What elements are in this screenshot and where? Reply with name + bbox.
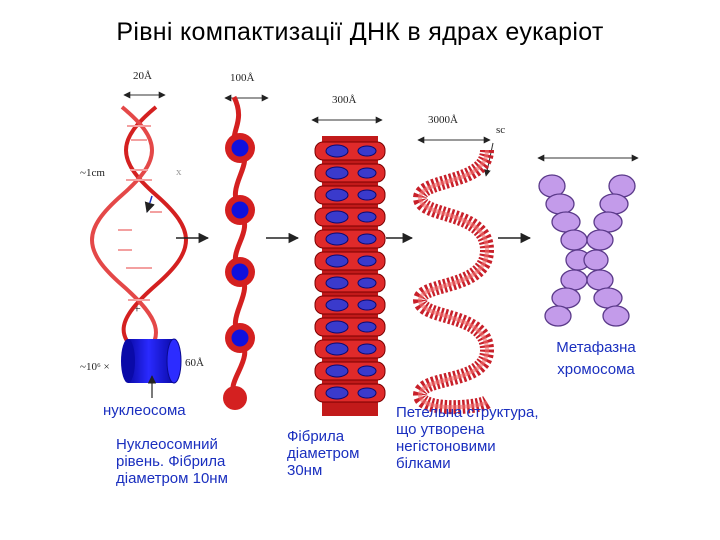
solenoid-30nm-fibre bbox=[315, 136, 385, 416]
nucleosome-label: нуклеосома bbox=[103, 402, 186, 419]
nucleosome-level-caption: Нуклеосомний рівень. Фібрила діаметром 1… bbox=[116, 436, 276, 487]
nucleosome-cylinder bbox=[121, 339, 181, 398]
dimension-arrows bbox=[124, 95, 638, 176]
metaphase-chromosome bbox=[539, 175, 635, 326]
loop-structure bbox=[420, 150, 487, 407]
loop-structure-caption: Петельна структура, що утворена негістон… bbox=[396, 404, 596, 472]
nucleosome-bead-string bbox=[223, 97, 255, 410]
metaphase-chromosome-caption: Метафазна хромосома bbox=[541, 337, 651, 381]
dna-double-helix bbox=[92, 107, 186, 355]
fibril-30nm-caption: Фібрила діаметром 30нм bbox=[287, 428, 387, 479]
